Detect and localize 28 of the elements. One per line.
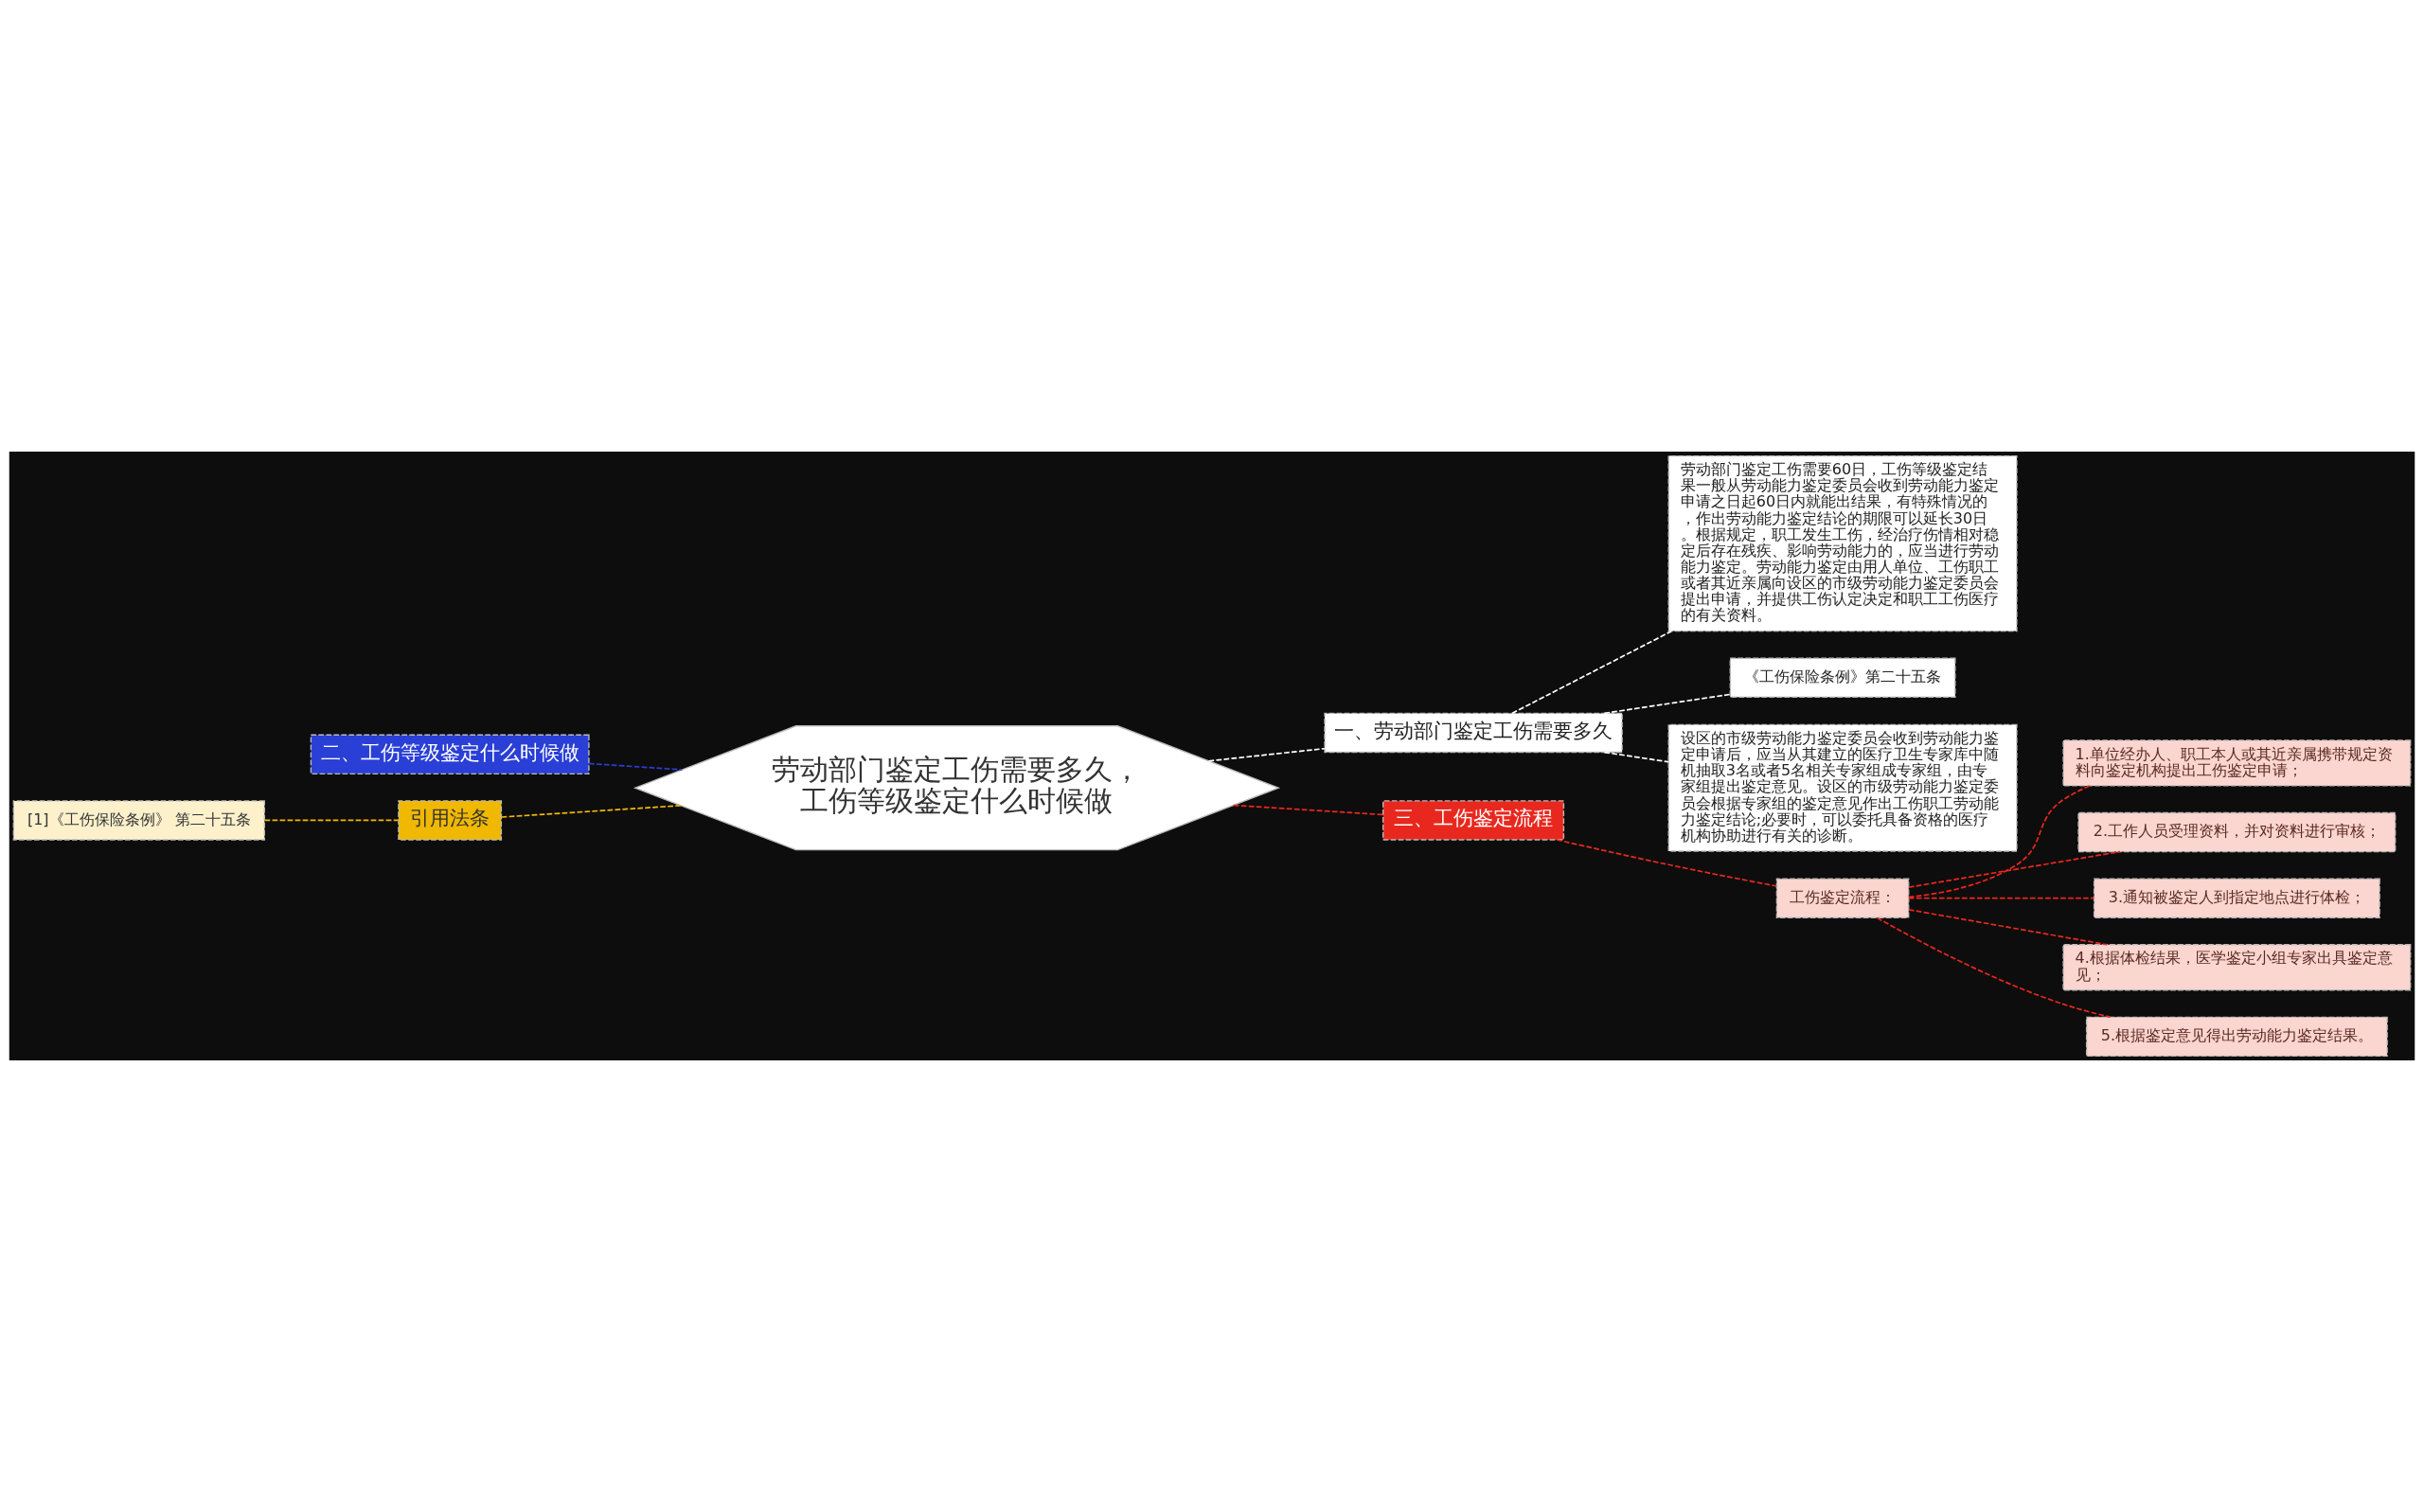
connector <box>501 805 682 818</box>
node-box: 《工伤保险条例》第二十五条 <box>1729 657 1956 698</box>
node-box: [1]《工伤保险条例》 第二十五条 <box>12 800 265 841</box>
connector <box>1908 909 2109 946</box>
connector <box>1603 693 1731 715</box>
node-box: 2.工作人员受理资料，并对资料进行审核； <box>2077 811 2397 853</box>
connector <box>1876 916 2112 1019</box>
connector <box>1232 804 1384 816</box>
connector <box>1556 839 1778 887</box>
node-box: 引用法条 <box>398 800 503 841</box>
connector <box>1511 630 1673 715</box>
node-box: 3.通知被鉴定人到指定地点进行体检； <box>2093 878 2380 918</box>
node-box: 三、工伤鉴定流程 <box>1382 800 1565 841</box>
connector <box>1908 897 2095 899</box>
connector <box>1603 751 1669 763</box>
connector <box>1207 747 1326 762</box>
node-box: 设区的市级劳动能力鉴定委员会收到劳动能力鉴定申请后，应当从其建立的医疗卫生专家库中随机抽取3名或者5名相关专家组成专家组，由专家组提出鉴定意见。设区的市级劳动能力鉴定委员会根据专家组的鉴定意见作出工伤职工劳动能力鉴定结论;必要时，可以委托具备资格的医疗机构协助进行有关的诊断。 <box>1667 723 2018 852</box>
node-box: 5.根据鉴定意见得出劳动能力鉴定结果。 <box>2085 1016 2388 1058</box>
node-box: 二、工伤等级鉴定什么时候做 <box>310 734 590 775</box>
node-box: 工伤鉴定流程： <box>1775 878 1910 918</box>
connector <box>588 762 684 771</box>
node-box: 4.根据体检结果，医学鉴定小组专家出具鉴定意见； <box>2062 944 2412 991</box>
node-box: 劳动部门鉴定工伤需要60日，工伤等级鉴定结果一般从劳动能力鉴定委员会收到劳动能力鉴定申请之日起60日内就能出结果，有特殊情况的，作出劳动能力鉴定结论的期限可以延长30日。根据规定，职工发生工伤，经治疗伤情相对稳定后存在残疾、影响劳动能力的，应当进行劳动能力鉴定。劳动能力鉴定由用人单位、工伤职工或者其近亲属向设区的市级劳动能力鉴定委员会提出申请，并提供工伤认定决定和职工工伤医疗的有关资料。 <box>1667 454 2018 632</box>
node-box: 一、劳动部门鉴定工伤需要多久 <box>1324 712 1623 754</box>
connector <box>1908 850 2121 888</box>
node-box: 1.单位经办人、职工本人或其近亲属携带规定资料向鉴定机构提出工伤鉴定申请； <box>2062 739 2412 787</box>
connector <box>263 819 400 822</box>
connector <box>1908 785 2091 898</box>
